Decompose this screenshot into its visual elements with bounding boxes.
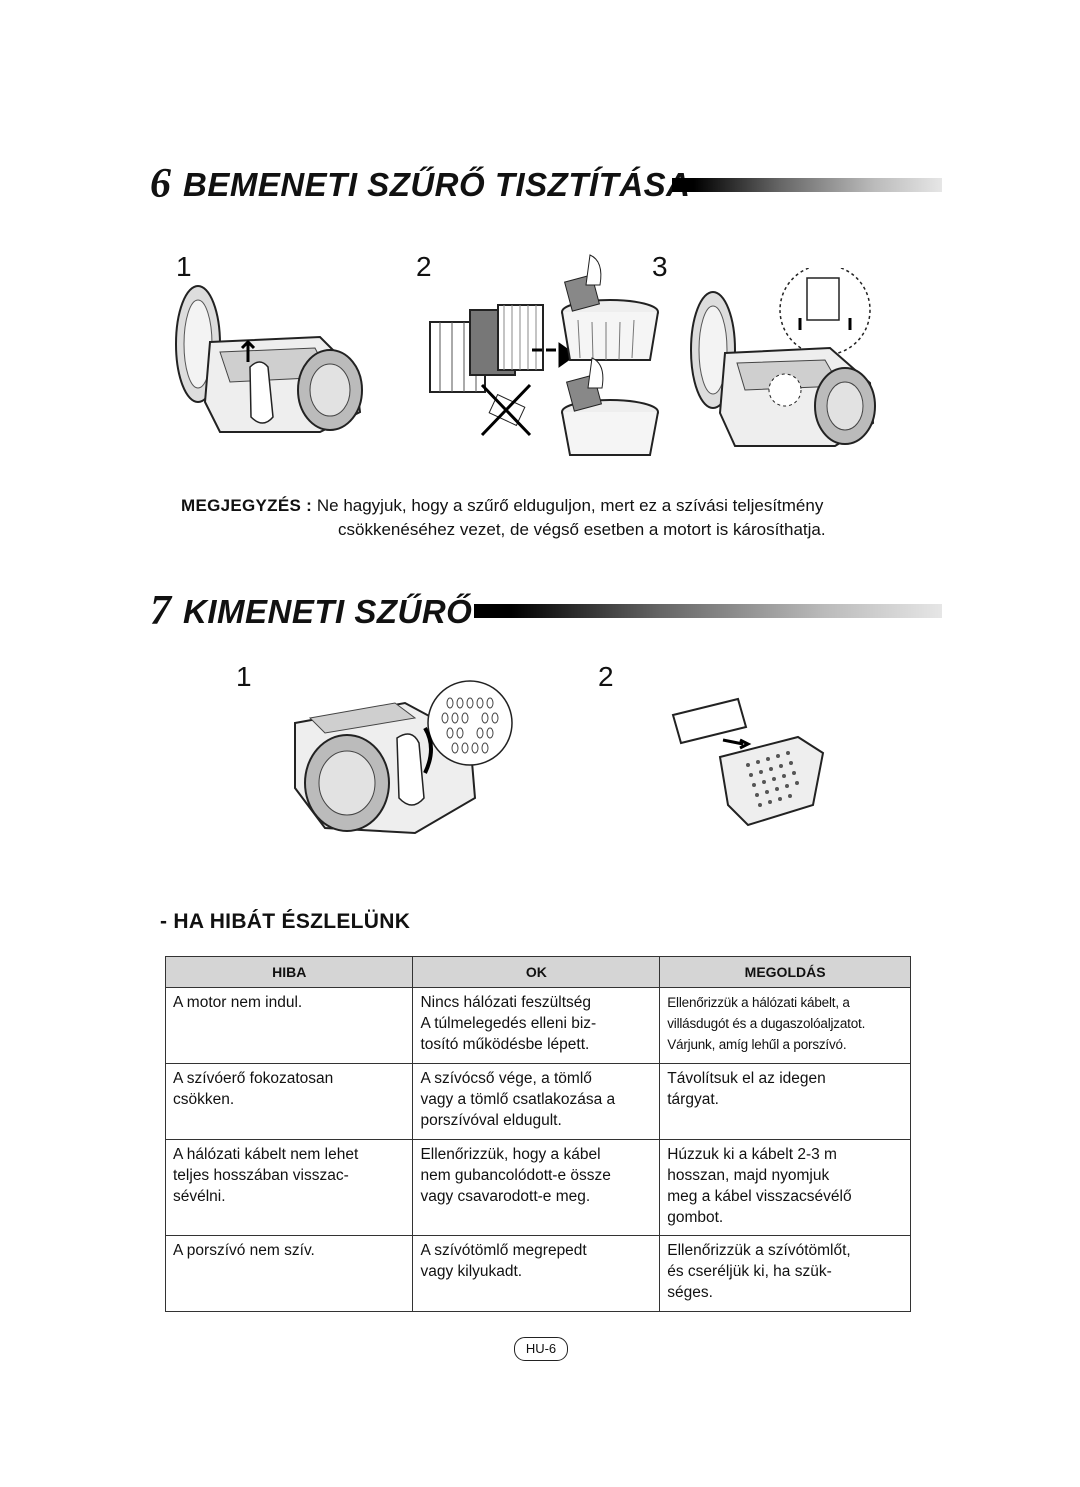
cell-line: hosszan, majd nyomjuk (667, 1167, 830, 1184)
cell-line: sévélni. (173, 1188, 226, 1205)
cell-ok: A szívótömlő megrepedt vagy kilyukadt. (412, 1235, 661, 1312)
cell-line: Távolítsuk el az idegen (667, 1070, 826, 1087)
cell-line: tosító működésbe lépett. (420, 1036, 590, 1053)
cell-hiba: A motor nem indul. (164, 987, 414, 1064)
column-header-megoldas: MEGOLDÁS (659, 956, 911, 988)
column-header-ok: OK (412, 956, 661, 988)
cell-line: nem gubancolódott-e össze (420, 1167, 611, 1184)
cell-hiba: A porszívó nem szív. (164, 1235, 414, 1312)
cell-megoldas: Húzzuk ki a kábelt 2-3 m hosszan, majd n… (659, 1139, 911, 1236)
vacuum-exhaust-cover-illustration (294, 680, 513, 835)
table-row: A szívóerő fokozatosan csökken. A szívóc… (164, 1063, 911, 1140)
column-header-hiba: HIBA (164, 956, 414, 988)
cell-line: A porszívó nem szív. (173, 1242, 315, 1259)
cell-ok: Nincs hálózati feszültség A túlmelegedés… (412, 987, 661, 1064)
section-7-number: 7 (150, 588, 171, 634)
vacuum-filter-insert-illustration (690, 268, 876, 447)
note-line-1: Ne hagyjuk, hogy a szűrő elduguljon, mer… (316, 496, 824, 515)
cell-hiba: A szívóerő fokozatosan csökken. (164, 1063, 414, 1140)
section-6-rule (672, 178, 942, 192)
cell-ok: Ellenőrizzük, hogy a kábel nem gubancoló… (412, 1139, 661, 1236)
cell-line: gombot. (667, 1209, 724, 1226)
cell-line: Ellenőrizzük a szívótömlőt, (667, 1242, 851, 1259)
filter-into-bin-illustration (429, 254, 659, 456)
troubleshooting-table: HIBA OK MEGOLDÁS A motor nem indul. Ninc… (164, 956, 911, 1312)
section-6-heading: BEMENETI SZŰRŐ TISZTÍTÁSA (183, 165, 691, 203)
table-row: A hálózati kábelt nem lehet teljes hossz… (164, 1139, 911, 1236)
cell-line: A szívócső vége, a tömlő (420, 1070, 592, 1087)
cell-line: A szívótömlő megrepedt (420, 1242, 587, 1259)
cell-line: A motor nem indul. (173, 994, 303, 1011)
cell-line: Ellenőrizzük, hogy a kábel (420, 1146, 601, 1163)
cell-line: teljes hosszában visszac- (173, 1167, 349, 1184)
cell-megoldas: Ellenőrizzük a hálózati kábelt, a villás… (659, 987, 911, 1064)
note-label: MEGJEGYZÉS : (181, 496, 313, 515)
section-6-step-1: 1 (176, 251, 192, 282)
vacuum-open-lid-illustration (175, 285, 363, 433)
section-7-step-2: 2 (598, 661, 614, 692)
cell-line: Ellenőrizzük a hálózati kábelt, a (667, 995, 850, 1010)
note-block: MEGJEGYZÉS : Ne hagyjuk, hogy a szűrő el… (181, 494, 823, 518)
cell-line: porszívóval eldugult. (420, 1112, 562, 1129)
section-7-rule (474, 604, 942, 618)
cell-megoldas: Ellenőrizzük a szívótömlőt, és cseréljük… (659, 1235, 911, 1312)
cell-line: Várjunk, amíg lehűl a porszívó. (667, 1037, 847, 1052)
cell-line: tárgyat. (667, 1091, 719, 1108)
note-line-2: csökkenéséhez vezet, de végső esetben a … (338, 520, 826, 539)
cell-line: séges. (667, 1284, 713, 1301)
cell-line: A hálózati kábelt nem lehet (173, 1146, 359, 1163)
section-6-number: 6 (150, 161, 171, 207)
cell-line: csökken. (173, 1091, 235, 1108)
table-row: A motor nem indul. Nincs hálózati feszül… (164, 987, 911, 1064)
cell-line: vagy csavarodott-e meg. (420, 1188, 591, 1205)
cell-megoldas: Távolítsuk el az idegen tárgyat. (659, 1063, 911, 1140)
cell-line: villásdugót és a dugaszolóaljzatot. (667, 1016, 866, 1031)
cell-hiba: A hálózati kábelt nem lehet teljes hossz… (164, 1139, 414, 1236)
page-number-badge: HU-6 (514, 1337, 568, 1361)
section-6-step-3: 3 (652, 251, 668, 282)
cell-line: vagy a tömlő csatlakozása a (420, 1091, 616, 1108)
cell-line: vagy kilyukadt. (420, 1263, 523, 1280)
section-7-title: 7 KIMENETI SZŰRŐ (150, 590, 472, 632)
exhaust-filter-illustration (671, 697, 825, 827)
table-header-row: HIBA OK MEGOLDÁS (164, 956, 911, 988)
cell-line: meg a kábel visszacsévélő (667, 1188, 852, 1205)
cell-line: Húzzuk ki a kábelt 2-3 m (667, 1146, 837, 1163)
cell-line: Nincs hálózati feszültség (420, 994, 592, 1011)
cell-line: és cseréljük ki, ha szük- (667, 1263, 832, 1280)
cell-line: A szívóerő fokozatosan (173, 1070, 334, 1087)
cell-ok: A szívócső vége, a tömlő vagy a tömlő cs… (412, 1063, 661, 1140)
troubleshooting-heading: - HA HIBÁT ÉSZLELÜNK (160, 910, 411, 933)
section-6-title: 6 BEMENETI SZŰRŐ TISZTÍTÁSA (150, 163, 691, 205)
section-7-step-1: 1 (236, 661, 252, 692)
section-6-step-2: 2 (416, 251, 432, 282)
table-row: A porszívó nem szív. A szívótömlő megrep… (164, 1235, 911, 1312)
section-7-heading: KIMENETI SZŰRŐ (183, 592, 473, 630)
cell-line: A túlmelegedés elleni biz- (420, 1015, 597, 1032)
